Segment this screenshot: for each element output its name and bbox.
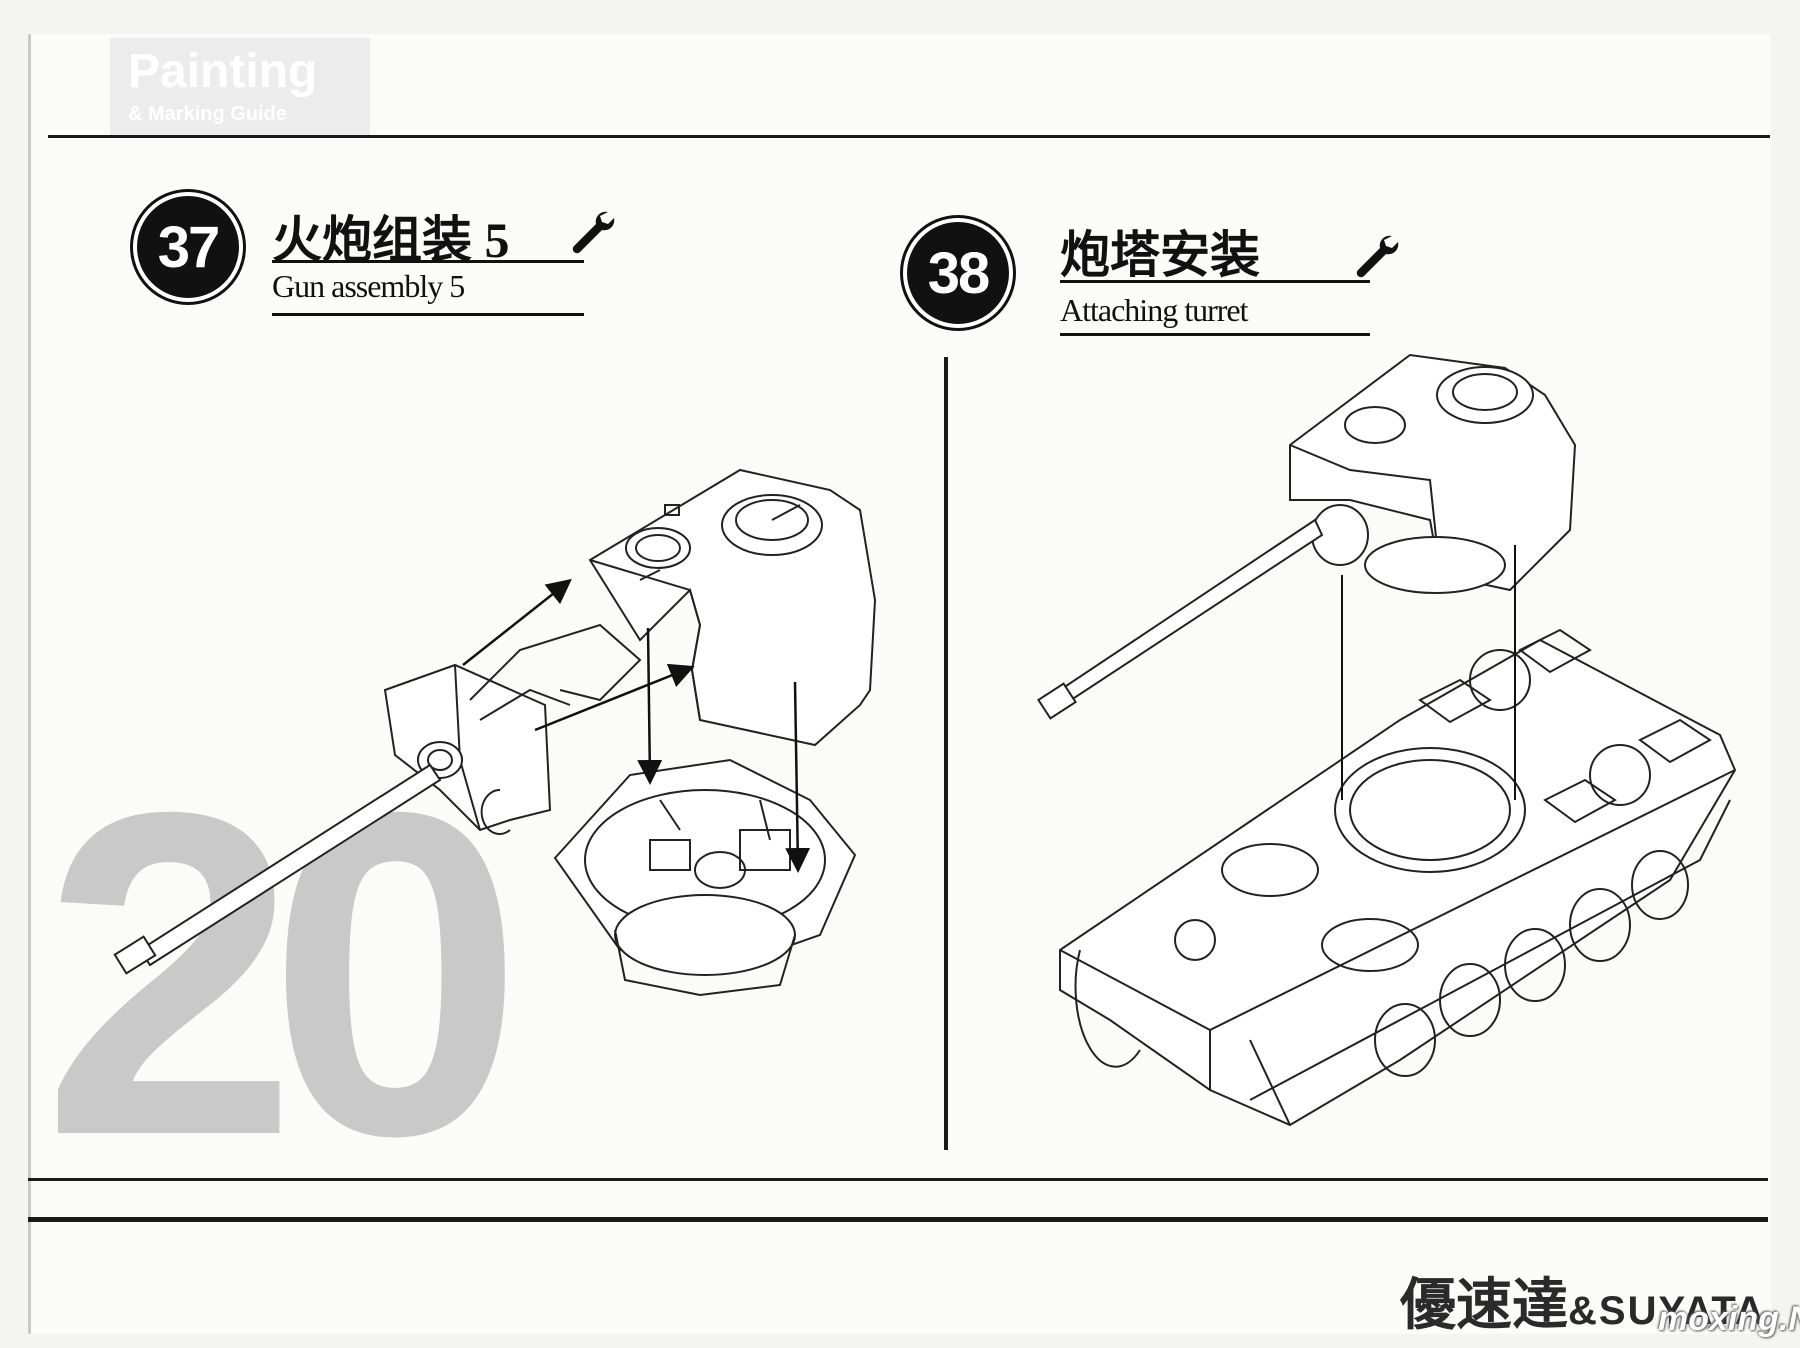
frame-top-line <box>48 135 1770 138</box>
step-37-title-en: Gun assembly 5 <box>272 268 465 304</box>
step-38-turret <box>1037 353 1577 720</box>
page-number: 20 <box>42 718 524 1231</box>
step-38-title-en: Attaching turret <box>1060 292 1248 328</box>
step-38-badge: 38 <box>903 218 1013 328</box>
step-38-hull <box>1059 628 1737 1127</box>
ghost-title: Painting <box>128 45 318 98</box>
step-37-turret-basket <box>553 758 857 997</box>
wrench-icon <box>572 211 615 254</box>
step-38-title-cn: 炮塔安装 <box>1060 227 1260 283</box>
step-37-turret-roof <box>588 468 877 747</box>
ghost-subtitle: & Marking Guide <box>128 103 287 125</box>
brand-cn: 優速達 <box>1400 1275 1568 1337</box>
frame-bottom-thick-line <box>28 1217 1768 1222</box>
step-38-title-rule <box>1060 280 1370 283</box>
step-37-title-cn: 火炮组装 5 <box>272 212 510 268</box>
step-37-badge: 37 <box>133 192 243 302</box>
step-37-gun-barrel <box>113 623 642 975</box>
wrench-icon <box>1356 235 1399 278</box>
step-divider <box>944 357 948 1150</box>
brand-latin: &SUYATA <box>1568 1289 1766 1333</box>
frame-bottom-line <box>28 1178 1768 1181</box>
brand-logo: 優速達&SUYATA <box>1400 1260 1766 1341</box>
step-38-subtitle-rule <box>1060 333 1370 336</box>
step-37-subtitle-rule <box>272 313 584 316</box>
site-watermark: moxing.NET <box>1658 1300 1800 1338</box>
ghost-painting-header: Painting & Marking Guide <box>110 38 370 138</box>
step-37-arrows <box>462 578 811 873</box>
step-38-guide-lines <box>1341 545 1516 800</box>
step-37-title-rule <box>272 260 584 263</box>
